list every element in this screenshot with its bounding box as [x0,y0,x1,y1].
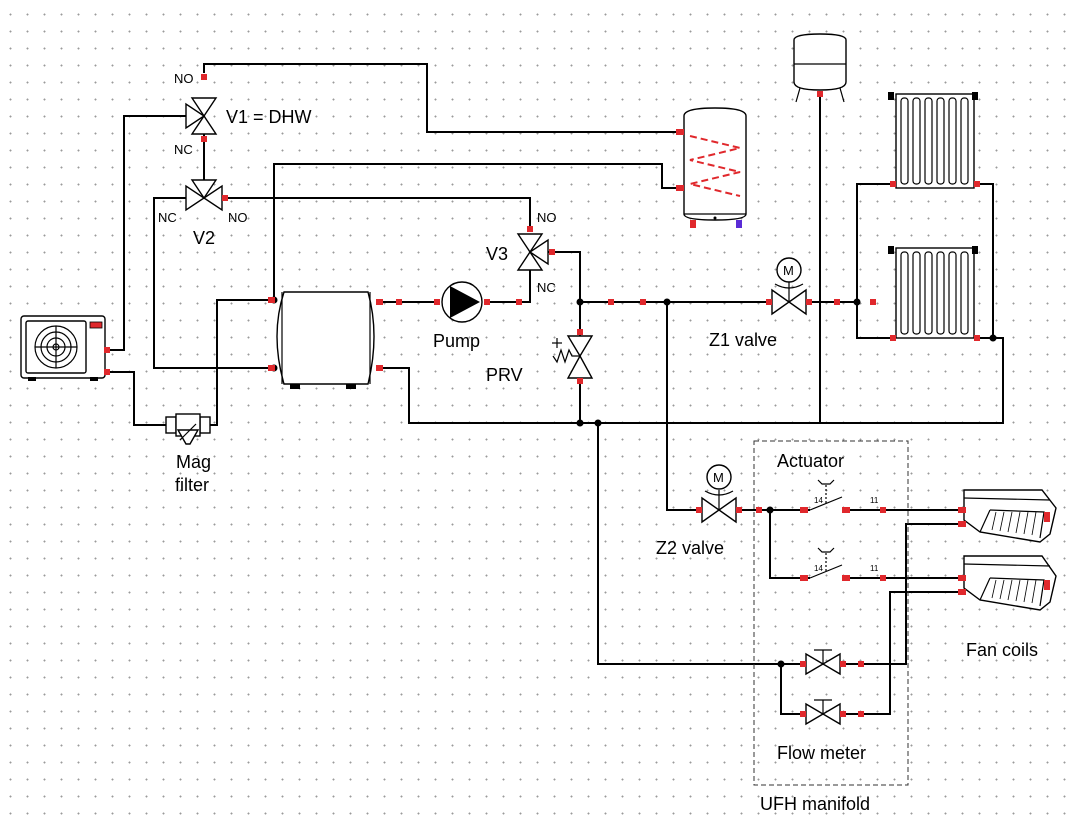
relay-2-contact-14: 14 [814,564,823,573]
dhw-cylinder [676,107,747,228]
ufh-manifold: Actuator Flow meter UFH manifold [753,440,909,814]
mag-filter-label-2: filter [175,475,209,495]
fan-coil-lower-icon [958,555,1057,611]
relay-1-contact-11: 11 [870,496,879,505]
heat-pump-icon [20,315,110,381]
ufh-manifold-label: UFH manifold [760,794,870,814]
z1-motor-label: M [783,263,794,278]
flow-meter-label: Flow meter [777,743,866,763]
v2-diverter-valve: NC NO V2 [158,179,248,248]
v1-nc-label: NC [174,142,193,157]
v1-diverter-valve: V1 = DHW NO NC [174,71,312,157]
buffer-tank [268,291,383,389]
v2-label: V2 [193,228,215,248]
v2-nc-label: NC [158,210,177,225]
z2-valve-label: Z2 valve [656,538,724,558]
relay-1-contact-14: 14 [814,496,823,505]
junction-dots [270,296,997,668]
pump-icon: Pump [433,281,490,351]
mag-filter-label-1: Mag [176,452,211,472]
v1-no-label: NO [174,71,194,86]
actuator-label: Actuator [777,451,844,471]
actuator-relay-1: 14 11 [800,479,879,513]
z1-valve-label: Z1 valve [709,330,777,350]
v3-nc-label: NC [537,280,556,295]
fan-coil-upper-icon [958,489,1057,543]
flow-meter-valve-2 [800,699,846,726]
fan-coils-label: Fan coils [966,640,1038,660]
v1-label: V1 = DHW [226,107,312,127]
prv-valve: PRV [486,329,594,385]
z2-motorised-valve: M Z2 valve [656,464,742,558]
mag-filter-icon: Mag filter [165,413,211,495]
actuator-relay-2: 14 11 [800,547,879,581]
z2-motor-label: M [713,470,724,485]
expansion-vessel-icon [793,33,847,103]
pipework [110,63,1004,715]
pump-label: Pump [433,331,480,351]
v3-diverter-valve: NO NC V3 [486,210,557,295]
flow-meter-valve-1 [800,649,846,676]
pipe-port-marks [396,299,886,717]
radiator-upper-icon [888,92,980,189]
radiator-lower-icon [888,246,980,341]
prv-label: PRV [486,365,523,385]
v3-label: V3 [486,244,508,264]
relay-2-contact-11: 11 [870,564,879,573]
v2-no-label: NO [228,210,248,225]
v3-no-label: NO [537,210,557,225]
z1-motorised-valve: M Z1 valve [709,257,812,350]
